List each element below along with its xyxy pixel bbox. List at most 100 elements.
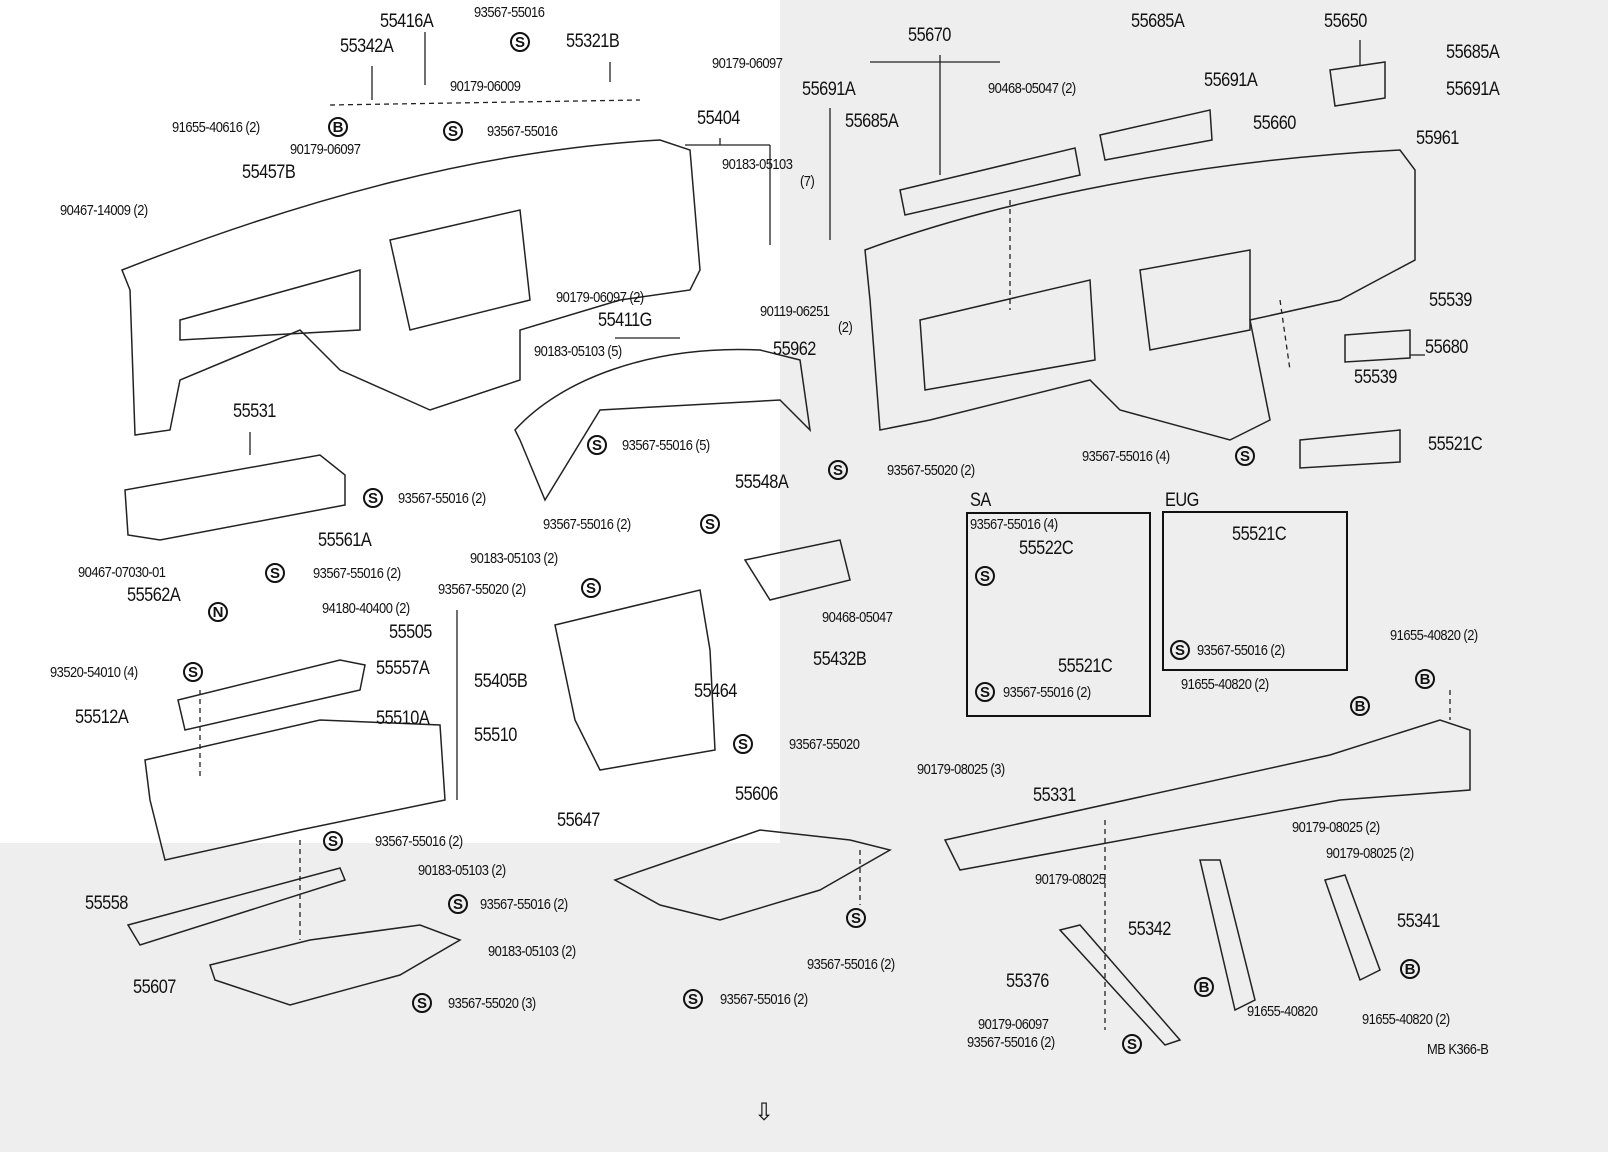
part-number-label: 55321B <box>566 32 619 51</box>
part-number-label: 55539 <box>1429 291 1472 310</box>
vent-55650 <box>1330 62 1385 106</box>
fastener-marker-s-icon: S <box>975 682 995 702</box>
part-number-label: 55685A <box>1446 43 1499 62</box>
part-number-label: 91655-40820 (2) <box>1390 628 1478 643</box>
part-number-label: 55416A <box>380 12 433 31</box>
part-number-label: 93567-55020 (2) <box>438 582 526 597</box>
part-number-label: 90183-05103 (5) <box>534 344 622 359</box>
fastener-marker-s-icon: S <box>323 831 343 851</box>
part-number-label: 90179-06097 <box>712 56 782 71</box>
part-number-label: 55521C <box>1232 525 1286 544</box>
part-number-label: 91655-40820 (2) <box>1181 677 1269 692</box>
part-number-label: 55512A <box>75 708 128 727</box>
part-number-label: 90468-05047 (2) <box>988 81 1076 96</box>
part-number-label: 90179-06097 <box>978 1017 1048 1032</box>
part-number-label: 55521C <box>1428 435 1482 454</box>
part-number-label: 55531 <box>233 402 276 421</box>
part-number-label: 91655-40820 <box>1247 1004 1317 1019</box>
part-number-label: 93567-55016 (2) <box>807 957 895 972</box>
part-number-label: 55457B <box>242 163 295 182</box>
fastener-marker-s-icon: S <box>183 662 203 682</box>
fastener-marker-s-icon: S <box>443 121 463 141</box>
part-number-label: 90467-07030-01 <box>78 565 165 580</box>
part-number-label: 55685A <box>1131 12 1184 31</box>
part-number-label: 90179-08025 (2) <box>1292 820 1380 835</box>
part-number-label: 55405B <box>474 672 527 691</box>
part-number-label: 93567-55020 <box>789 737 859 752</box>
part-number-label: 90183-05103 (2) <box>470 551 558 566</box>
part-number-label: 55548A <box>735 473 788 492</box>
part-number-label: 55962 <box>773 340 816 359</box>
fastener-marker-s-icon: S <box>733 734 753 754</box>
part-number-label: 90467-14009 (2) <box>60 203 148 218</box>
part-number-label: 55411G <box>598 311 652 330</box>
part-number-label: 55680 <box>1425 338 1468 357</box>
part-number-label: 90183-05103 <box>722 157 792 172</box>
fastener-marker-s-icon: S <box>510 32 530 52</box>
bracket-55558 <box>128 868 345 945</box>
part-number-label: 90183-05103 (2) <box>418 863 506 878</box>
ash-tray-55521c <box>1300 430 1400 468</box>
part-number-label: SA <box>970 491 991 510</box>
part-number-label: 93567-55016 <box>487 124 557 139</box>
part-number-label: 93567-55020 (2) <box>887 463 975 478</box>
fastener-marker-s-icon: S <box>1170 640 1190 660</box>
part-number-label: 55647 <box>557 811 600 830</box>
part-number-label: 55376 <box>1006 972 1049 991</box>
fastener-marker-s-icon: S <box>587 435 607 455</box>
fastener-marker-b-icon: B <box>1400 959 1420 979</box>
part-number-label: 55650 <box>1324 12 1367 31</box>
part-number-label: 55607 <box>133 978 176 997</box>
vent-55660 <box>1100 110 1212 160</box>
dashboard-right-outline <box>865 150 1415 440</box>
part-number-label: 93567-55016 (4) <box>970 517 1058 532</box>
part-number-label: 55562A <box>127 586 180 605</box>
part-number-label: 55539 <box>1354 368 1397 387</box>
part-number-label: 90179-06009 <box>450 79 520 94</box>
part-number-label: 93567-55016 (2) <box>1003 685 1091 700</box>
brace-55376 <box>1060 925 1180 1045</box>
part-number-label: 90183-05103 (2) <box>488 944 576 959</box>
part-number-label: 91655-40616 (2) <box>172 120 260 135</box>
part-number-label: 55432B <box>813 650 866 669</box>
part-number-label: 94180-40400 (2) <box>322 601 410 616</box>
fastener-marker-b-icon: B <box>328 117 348 137</box>
fastener-marker-b-icon: B <box>1415 669 1435 689</box>
dashboard-right-inner <box>920 250 1250 390</box>
fastener-marker-s-icon: S <box>700 514 720 534</box>
continue-arrow-icon[interactable]: ⇩ <box>754 1098 774 1127</box>
fastener-marker-b-icon: B <box>1350 696 1370 716</box>
bezel-55405b <box>555 590 715 770</box>
part-number-label: 55670 <box>908 26 951 45</box>
fastener-marker-s-icon: S <box>581 578 601 598</box>
part-number-label: 90179-06097 <box>290 142 360 157</box>
vent-55670 <box>900 148 1080 215</box>
part-number-label: 55510A <box>376 709 429 728</box>
fastener-marker-s-icon: S <box>846 908 866 928</box>
fastener-marker-b-icon: B <box>1194 977 1214 997</box>
part-number-label: 93567-55016 (2) <box>313 566 401 581</box>
part-number-label: 55510 <box>474 726 517 745</box>
part-number-label: 93567-55016 (2) <box>1197 643 1285 658</box>
part-number-label: 90179-08025 (2) <box>1326 846 1414 861</box>
part-number-label: 93567-55016 (5) <box>622 438 710 453</box>
part-number-label: 55606 <box>735 785 778 804</box>
part-number-label: MB K366-B <box>1427 1042 1488 1057</box>
part-number-label: 55464 <box>694 682 737 701</box>
panel-55531 <box>125 455 345 540</box>
part-number-label: 55331 <box>1033 786 1076 805</box>
part-number-label: 55557A <box>376 659 429 678</box>
fastener-marker-s-icon: S <box>412 993 432 1013</box>
part-number-label: 55561A <box>318 531 371 550</box>
fastener-marker-n-icon: N <box>208 602 228 622</box>
fastener-marker-s-icon: S <box>683 989 703 1009</box>
part-number-label: 55342A <box>340 37 393 56</box>
vent-55680 <box>1345 330 1410 362</box>
part-number-label: 55558 <box>85 894 128 913</box>
part-number-label: 93567-55016 <box>474 5 544 20</box>
part-number-label: 55505 <box>389 623 432 642</box>
part-number-label: EUG <box>1165 491 1199 510</box>
part-number-label: 93567-55016 (4) <box>1082 449 1170 464</box>
part-number-label: 55404 <box>697 109 740 128</box>
part-number-label: 93567-55016 (2) <box>480 897 568 912</box>
